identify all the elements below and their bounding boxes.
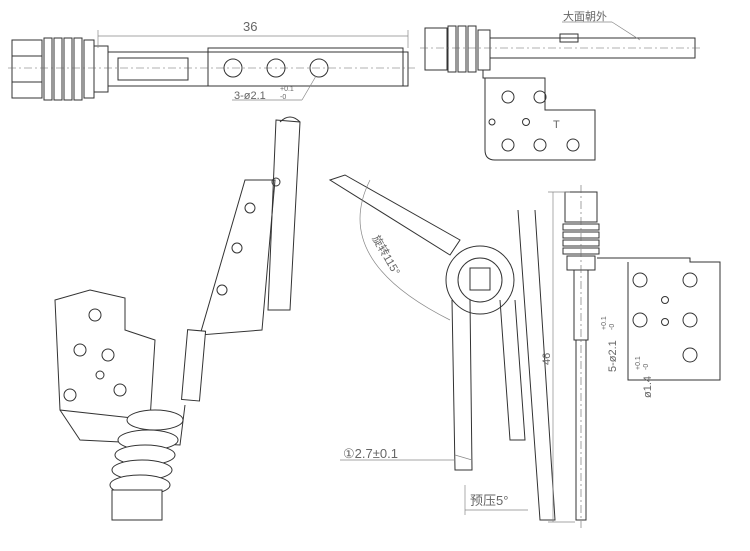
thickness-note: ①2.7±0.1 — [343, 446, 398, 461]
svg-text:+0.1: +0.1 — [280, 86, 294, 93]
svg-text:T: T — [553, 119, 560, 131]
dim-height: 46 — [541, 353, 553, 365]
hole-note-small: ø1.4 — [642, 376, 654, 398]
svg-text:-0: -0 — [643, 364, 650, 370]
svg-text:+0.1: +0.1 — [635, 356, 642, 370]
top-view: 36 3-ø2.1 +0.1 -0 — [8, 19, 415, 102]
spring-coils — [43, 37, 95, 101]
svg-text:-0: -0 — [609, 324, 616, 330]
rotation-note: 旋转115° — [369, 233, 403, 278]
orientation-note: 大面朝外 — [563, 9, 607, 23]
side-view: T 大面朝外 — [420, 9, 700, 161]
isometric-view — [54, 116, 301, 521]
svg-text:+0.1: +0.1 — [601, 316, 608, 330]
svg-text:-0: -0 — [280, 94, 286, 101]
front-view: 46 5-ø2.1 +0.1 -0 ø1.4 +0.1 -0 — [541, 185, 721, 528]
preload-note: 预压5° — [470, 493, 508, 508]
nut — [11, 39, 43, 99]
dim-length: 36 — [243, 19, 257, 34]
rotation-view: 旋转115° ①2.7±0.1 预压5° — [328, 174, 556, 521]
hole-note: 3-ø2.1 — [234, 90, 266, 102]
hole-note-5: 5-ø2.1 — [607, 340, 619, 372]
